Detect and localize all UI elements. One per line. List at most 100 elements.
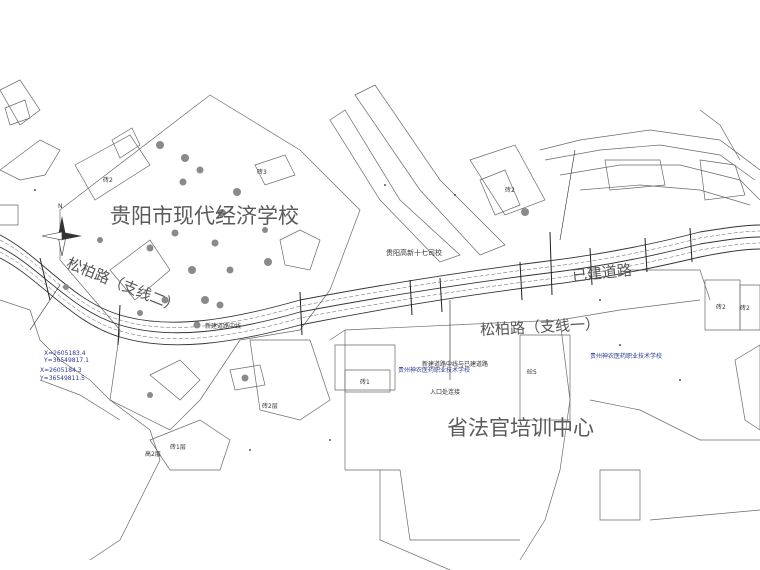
contour-line [579,184,751,206]
building-outline [4,99,31,126]
terrain-line [0,299,161,561]
tree-symbol [233,188,241,196]
tree-symbol [521,208,529,216]
station-tick [589,247,593,286]
label-floor-7: 砖3 [257,169,267,176]
label-floor-9: 砖1 [360,379,370,386]
tree-symbol [262,227,268,233]
label-vocational-school: 贵州神农医药职业技术学校 [398,367,471,374]
building-outline [734,344,760,431]
survey-point [384,184,386,186]
label-floor-10: 砖2 [740,305,750,312]
tree-symbol [193,321,201,329]
tree-symbol [97,237,103,243]
station-tick [39,257,51,301]
label-north: N [58,203,63,210]
tree-symbol [137,310,143,316]
building-outline [469,144,546,216]
building-outline [279,229,321,271]
label-floor-6: 砖2 [716,304,726,311]
station-ticks [29,149,693,380]
campus-boundary [344,319,571,561]
label-judge-training-center: 省法官培训中心 [447,416,594,440]
building-outline [0,79,41,126]
survey-point [599,299,601,301]
tree-symbol [216,301,224,309]
building-outline [479,169,521,216]
north-arrow-head [58,216,66,236]
station-tick [409,279,413,316]
building-outline [739,284,760,331]
trees [63,141,529,398]
tree-symbol [146,244,154,252]
tree-symbol [226,266,234,274]
parcel-outline [329,109,461,263]
contour-line [539,129,760,171]
contour-line [544,144,756,181]
parcel-outline [249,339,331,421]
tree-symbol [211,239,219,247]
building-outline [334,344,396,391]
tree-symbol [218,209,226,217]
tree-symbol [188,266,196,274]
station-tick [549,231,553,296]
tree-symbol [241,374,249,382]
road-edge-south [0,248,760,346]
survey-point [619,344,621,346]
tree-symbol [63,284,69,290]
label-floor-3: 砖1层 [170,444,186,451]
building-outline [229,364,266,391]
terrain-line [589,399,760,441]
contour-line [699,109,741,161]
building-outline [599,469,641,521]
parcel-outline [0,139,61,181]
station-tick [439,277,443,313]
building-outline [254,154,296,186]
label-gaoxin-17-school: 贵阳高新十七司校 [386,249,442,257]
label-coord-x1: X=2605183.4 [44,350,86,357]
station-tick [299,291,303,336]
building-outline [74,134,151,201]
terrain-line [649,509,760,521]
label-floor-8: 砖2 [103,177,113,184]
parcel-outline [354,84,506,256]
west-arrow-head [41,231,63,241]
tree-symbol [171,229,179,237]
label-coord-x2: X=2605184.3 [40,367,82,374]
terrain-line [379,470,451,570]
survey-point [679,379,681,381]
road-band [0,224,760,346]
building-outline [149,359,201,401]
survey-point [249,449,251,451]
road-centerline [0,236,760,334]
label-floor-2: 砖2层 [262,403,278,410]
label-new-road-center: 新建道路中线 [205,323,242,330]
survey-point [34,189,36,191]
tree-symbol [264,258,272,266]
terrain-line [39,379,121,421]
building-outline [344,369,391,393]
label-coord-y1: Y=36549817.1 [44,357,89,364]
road-lane-line [0,230,760,328]
building-outline [0,204,19,226]
terrain-line [630,269,711,301]
building-outline [519,334,571,421]
north-arrow-icon [41,216,82,257]
tree-symbol [161,296,169,304]
label-grade-note-1: 新建道路中线与已建道路 [422,361,489,368]
road-edge-north [0,224,760,323]
tree-symbol [196,166,204,174]
building-outline [111,127,141,159]
building-outline [604,159,666,191]
label-floor-1: 高2层 [145,451,161,458]
leader-line [29,284,61,331]
tree-symbol [181,154,189,162]
tree-symbol [156,141,164,149]
east-arrow-head [62,232,82,240]
station-tick [644,237,648,273]
contour-line [559,164,760,201]
building-outline [699,159,746,201]
station-tick [117,304,121,346]
